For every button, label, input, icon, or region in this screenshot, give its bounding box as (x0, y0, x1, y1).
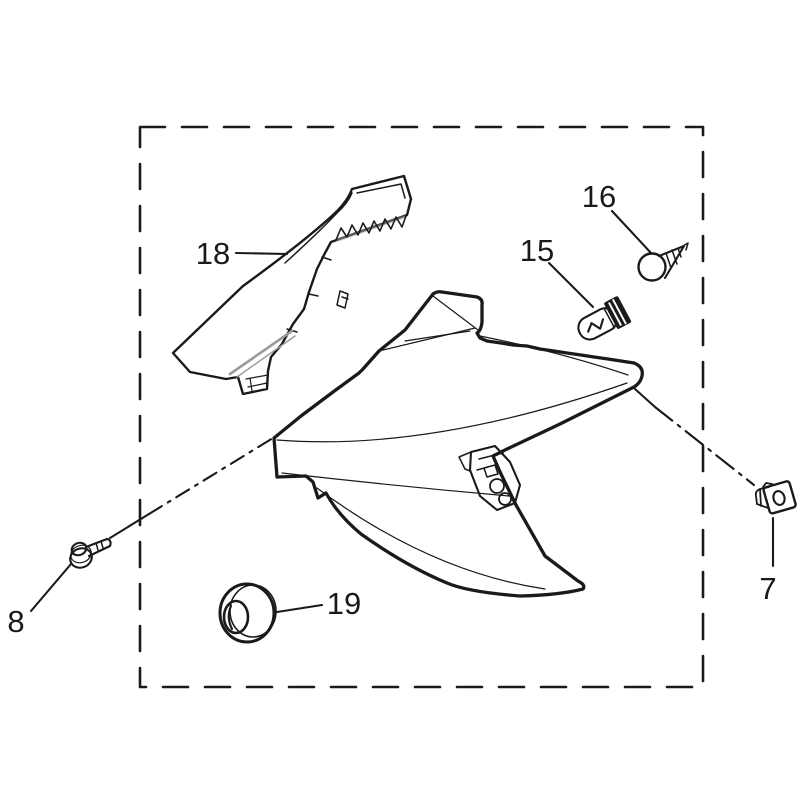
alignment-dash-line-clip-7 (633, 387, 756, 487)
leader-line-8 (29, 562, 73, 613)
leader-line-16 (610, 209, 653, 255)
diagram-boundary-dashed-border (138, 125, 705, 689)
side-lamp-bracket-detail (458, 444, 522, 512)
main-side-fairing-drawing (272, 290, 644, 598)
part-19-grommet-drawing (218, 582, 277, 644)
part-18-inner-panel-drawing (171, 174, 413, 396)
wiring-clip-detail (336, 290, 349, 309)
part-16-bulb-socket-drawing (637, 242, 689, 282)
callout-label-7: 7 (759, 571, 776, 606)
leader-line-15 (547, 261, 595, 309)
callout-label-19: 19 (327, 586, 361, 621)
callout-label-15: 15 (520, 233, 554, 268)
part-8-screw-drawing (69, 537, 112, 569)
bulb-filament (587, 318, 605, 333)
alignment-dash-line-screw-8 (108, 436, 275, 540)
callout-label-18: 18 (196, 236, 230, 271)
callout-label-16: 16 (582, 179, 616, 214)
mesh-grille-texture (335, 215, 407, 241)
leader-line-18 (234, 251, 289, 256)
callout-label-8: 8 (7, 604, 24, 639)
part-7-clip-nut-drawing (754, 480, 797, 515)
part-15-bulb-drawing (577, 296, 632, 341)
leader-line-19 (275, 603, 324, 614)
